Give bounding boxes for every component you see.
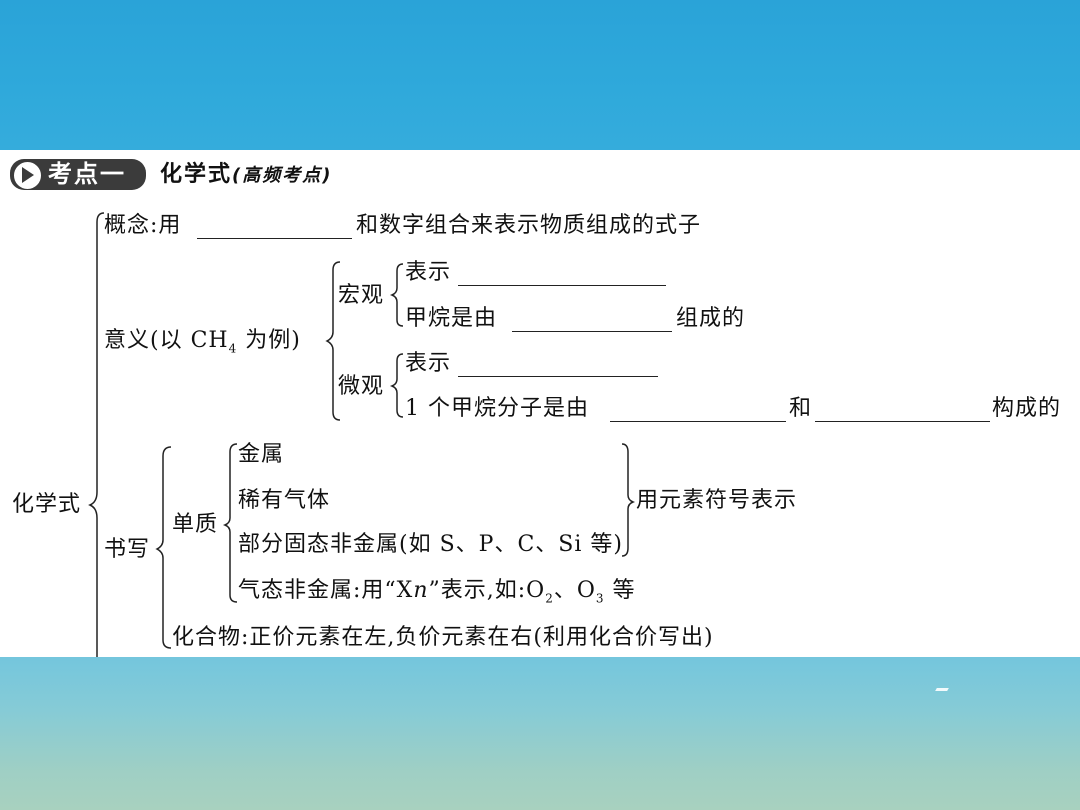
- concept-blank[interactable]: [197, 238, 352, 239]
- title-text: 化学式: [160, 162, 233, 187]
- gas-mid: ”表示,如:O: [428, 578, 546, 603]
- gas-mid2: 、O: [553, 578, 596, 603]
- micro-line2-prefix: 1 个甲烷分子是由: [405, 396, 589, 421]
- title-note: (高频考点): [232, 165, 333, 186]
- badge-label: 考点一: [48, 160, 126, 188]
- gas-post: 等: [604, 578, 636, 603]
- meaning-brace: [325, 261, 341, 421]
- gas-pre: 气态非金属:用“X: [238, 578, 414, 603]
- macro-line2-blank[interactable]: [512, 331, 672, 332]
- micro-line1-blank[interactable]: [458, 376, 658, 377]
- micro-line2-middle: 和: [789, 396, 813, 421]
- micro-line1-prefix: 表示: [405, 351, 452, 376]
- meaning-label: 意义(以 CH4 为例): [104, 328, 301, 361]
- root-brace: [88, 212, 105, 657]
- gas-n: n: [413, 578, 429, 603]
- gas-sub2: 3: [595, 591, 605, 606]
- gas-sub1: 2: [545, 591, 554, 606]
- play-icon: [22, 167, 34, 183]
- top-banner: [0, 0, 1080, 150]
- bottom-banner: [0, 657, 1080, 810]
- root-label: 化学式: [12, 492, 82, 517]
- micro-label: 微观: [338, 374, 385, 399]
- meaning-label-sub: 4: [228, 341, 238, 356]
- macro-brace: [389, 263, 404, 327]
- micro-line2-suffix: 构成的: [992, 396, 1062, 421]
- simple-item-solid-nonmetal: 部分固态非金属(如 S、P、C、Si 等): [238, 532, 623, 557]
- meaning-label-post: 为例): [237, 328, 301, 353]
- micro-line2-blank-2[interactable]: [815, 421, 990, 422]
- micro-line2-blank-1[interactable]: [610, 421, 786, 422]
- macro-line1-prefix: 表示: [405, 260, 452, 285]
- macro-line2-prefix: 甲烷是由: [405, 306, 498, 331]
- slide-content: [0, 150, 1080, 657]
- section-title: 化学式(高频考点): [160, 162, 332, 189]
- writing-label: 书写: [104, 537, 151, 562]
- compound-line: 化合物:正价元素在左,负价元素在右(利用化合价写出): [172, 625, 714, 650]
- simple-gas-line: 气态非金属:用“Xn”表示,如:O2、O3 等: [238, 578, 636, 611]
- concept-prefix: 概念:用: [104, 213, 182, 238]
- simple-brace: [222, 443, 238, 603]
- macro-label: 宏观: [338, 283, 385, 308]
- simple-item-noble-gas: 稀有气体: [238, 488, 331, 513]
- concept-suffix: 和数字组合来表示物质组成的式子: [356, 213, 702, 238]
- right-brace: [621, 443, 636, 557]
- macro-line2-suffix: 组成的: [676, 306, 746, 331]
- simple-item-metal: 金属: [238, 442, 285, 467]
- writing-brace: [155, 446, 172, 649]
- simple-group-note: 用元素符号表示: [636, 488, 798, 513]
- simple-label: 单质: [172, 512, 219, 537]
- meaning-label-pre: 意义(以 CH: [104, 328, 229, 353]
- micro-brace: [389, 353, 404, 418]
- macro-line1-blank[interactable]: [458, 285, 666, 286]
